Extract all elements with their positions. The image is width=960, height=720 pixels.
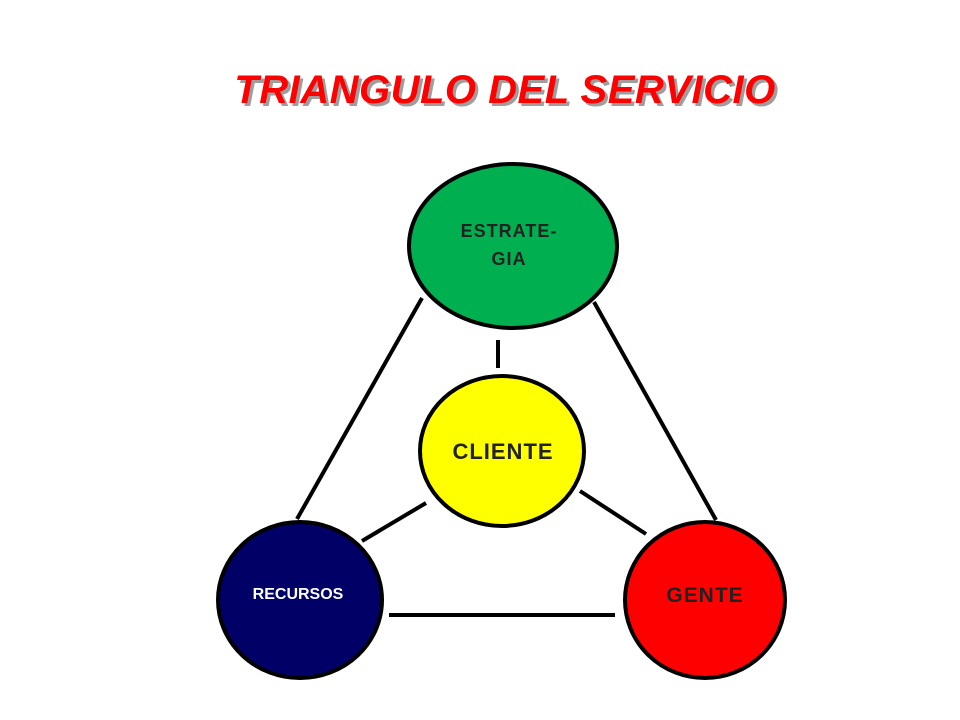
node-gente: GENTE: [623, 520, 787, 680]
node-estrategia-label-line2: GIA: [491, 249, 526, 269]
edge-cliente-recursos: [360, 501, 428, 543]
edge-estrategia-recursos: [295, 297, 424, 520]
node-cliente-label: CLIENTE: [452, 439, 553, 464]
node-cliente-shape: [418, 374, 586, 528]
node-cliente: CLIENTE: [418, 374, 586, 528]
node-estrategia-shape: [407, 162, 619, 330]
node-gente-label: GENTE: [666, 584, 743, 607]
node-recursos: RECURSOS: [216, 520, 384, 680]
edge-estrategia-gente: [592, 301, 718, 521]
edge-cliente-gente: [578, 489, 648, 536]
diagram-title: TRIANGULO DEL SERVICIO: [234, 68, 776, 112]
node-estrategia-label-line1: ESTRATE-: [461, 221, 558, 241]
node-estrategia: ESTRATE- GIA: [407, 162, 619, 330]
node-recursos-label: RECURSOS: [253, 586, 344, 603]
node-recursos-shape: [216, 520, 384, 680]
node-gente-shape: [623, 520, 787, 680]
